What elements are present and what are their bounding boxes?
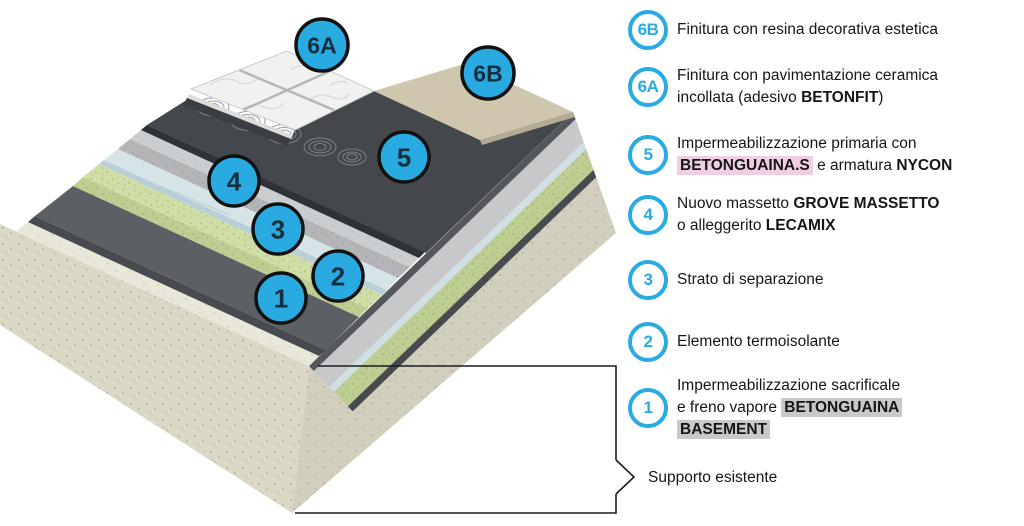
marker-circle-2: 2 bbox=[311, 249, 365, 303]
legend-marker-6A: 6A bbox=[628, 67, 668, 107]
legend-marker-5: 5 bbox=[628, 135, 668, 175]
layer1-front-edge bbox=[28, 216, 326, 356]
label-text: ) bbox=[878, 89, 884, 106]
label-text: Finitura con pavimentazione ceramica bbox=[677, 67, 939, 84]
label-text: Finitura con resina decorativa estetica bbox=[677, 21, 939, 38]
legend-label: Finitura con pavimentazione ceramica inco… bbox=[677, 65, 938, 109]
resin-surface bbox=[374, 63, 573, 140]
label-text: Impermeabilizzazione sacrificale bbox=[677, 377, 901, 394]
legend-label: Finitura con resina decorativa estetica bbox=[677, 19, 938, 41]
legend-label: Impermeabilizzazione sacrificale e freno … bbox=[677, 375, 903, 441]
legend-marker-6B: 6B bbox=[628, 10, 668, 50]
layer3-front-edge bbox=[99, 160, 387, 295]
resin-thickness-edge bbox=[480, 112, 575, 145]
legend-marker-2: 2 bbox=[628, 322, 668, 362]
svg-text:2: 2 bbox=[331, 261, 345, 291]
legend-item-4: 4 Nuovo massetto GROVE MASSETTO o allegger… bbox=[628, 193, 1024, 237]
layer5-edge-band bbox=[309, 112, 578, 371]
svg-text:1: 1 bbox=[274, 283, 288, 313]
legend-marker-1: 1 bbox=[628, 388, 668, 428]
svg-text:3: 3 bbox=[271, 214, 285, 244]
marker-circle-6B: 6B bbox=[460, 45, 516, 101]
legend-item-3: 3 Strato di separazione bbox=[628, 260, 1024, 300]
legend-label: Nuovo massetto GROVE MASSETTO o alleggeri… bbox=[677, 193, 939, 237]
layer-edge-bands bbox=[309, 112, 616, 412]
tile-thickness-edge bbox=[187, 94, 293, 139]
legend-item-supporto: Supporto esistente bbox=[628, 467, 1024, 489]
legend-marker-3: 3 bbox=[628, 260, 668, 300]
product-name: NYCON bbox=[896, 157, 953, 174]
legend-label: Supporto esistente bbox=[648, 467, 777, 489]
product-name: BETONGUAINA bbox=[781, 398, 903, 417]
layer4-top-surface bbox=[130, 130, 419, 267]
layer2-top-surface bbox=[83, 164, 382, 308]
label-text: Strato di separazione bbox=[677, 271, 824, 288]
legend-item-6B: 6B Finitura con resina decorativa estetic… bbox=[628, 10, 1024, 50]
layer2-edge-band bbox=[334, 137, 612, 407]
layer1-edge-band bbox=[347, 152, 616, 412]
support-front-face bbox=[0, 224, 309, 513]
layer5-front-edge bbox=[141, 125, 425, 258]
legend-item-6A: 6A Finitura con pavimentazione ceramica in… bbox=[628, 65, 1024, 109]
product-name: BETONFIT bbox=[801, 89, 879, 106]
label-text: Nuovo massetto bbox=[677, 195, 794, 212]
product-name: BETONGUAINA.S bbox=[677, 156, 813, 175]
product-name: BASEMENT bbox=[677, 420, 770, 439]
marker-circle-6A: 6A bbox=[294, 17, 350, 73]
marker-circle-4: 4 bbox=[207, 154, 261, 208]
marker-circle-5: 5 bbox=[377, 130, 431, 184]
layer3-edge-band bbox=[329, 132, 598, 392]
label-text: Elemento termoisolante bbox=[677, 333, 840, 350]
svg-text:5: 5 bbox=[397, 142, 411, 172]
legend-item-1: 1 Impermeabilizzazione sacrificale e freno… bbox=[628, 375, 1024, 441]
marker-circle-1: 1 bbox=[254, 271, 308, 325]
tile-grout-lines bbox=[238, 68, 335, 112]
product-name: LECAMIX bbox=[765, 217, 836, 234]
legend-label: Strato di separazione bbox=[677, 269, 823, 291]
marker-circle-3: 3 bbox=[251, 202, 305, 256]
svg-text:4: 4 bbox=[227, 166, 242, 196]
label-text: Supporto esistente bbox=[648, 469, 778, 486]
support-bracket bbox=[295, 365, 636, 514]
svg-text:6B: 6B bbox=[473, 60, 502, 86]
legend-label: Elemento termoisolante bbox=[677, 331, 840, 353]
label-text: Impermeabilizzazione primaria con bbox=[677, 135, 917, 152]
label-text: e armatura bbox=[812, 157, 897, 174]
product-name: GROVE MASSETTO bbox=[793, 195, 940, 212]
label-text: e freno vapore bbox=[677, 399, 782, 416]
diagram-markers: 1 2 3 4 5 6A 6B bbox=[207, 17, 516, 325]
adhesive-bed-edge bbox=[183, 98, 291, 146]
support-top-strip bbox=[16, 222, 319, 366]
legend-item-2: 2 Elemento termoisolante bbox=[628, 322, 1024, 362]
svg-text:6A: 6A bbox=[307, 32, 336, 58]
layer4-edge-band bbox=[313, 117, 594, 387]
legend-marker-4: 4 bbox=[628, 195, 668, 235]
label-text: o alleggerito bbox=[677, 217, 766, 234]
label-text: incollata (adesivo bbox=[677, 89, 802, 106]
